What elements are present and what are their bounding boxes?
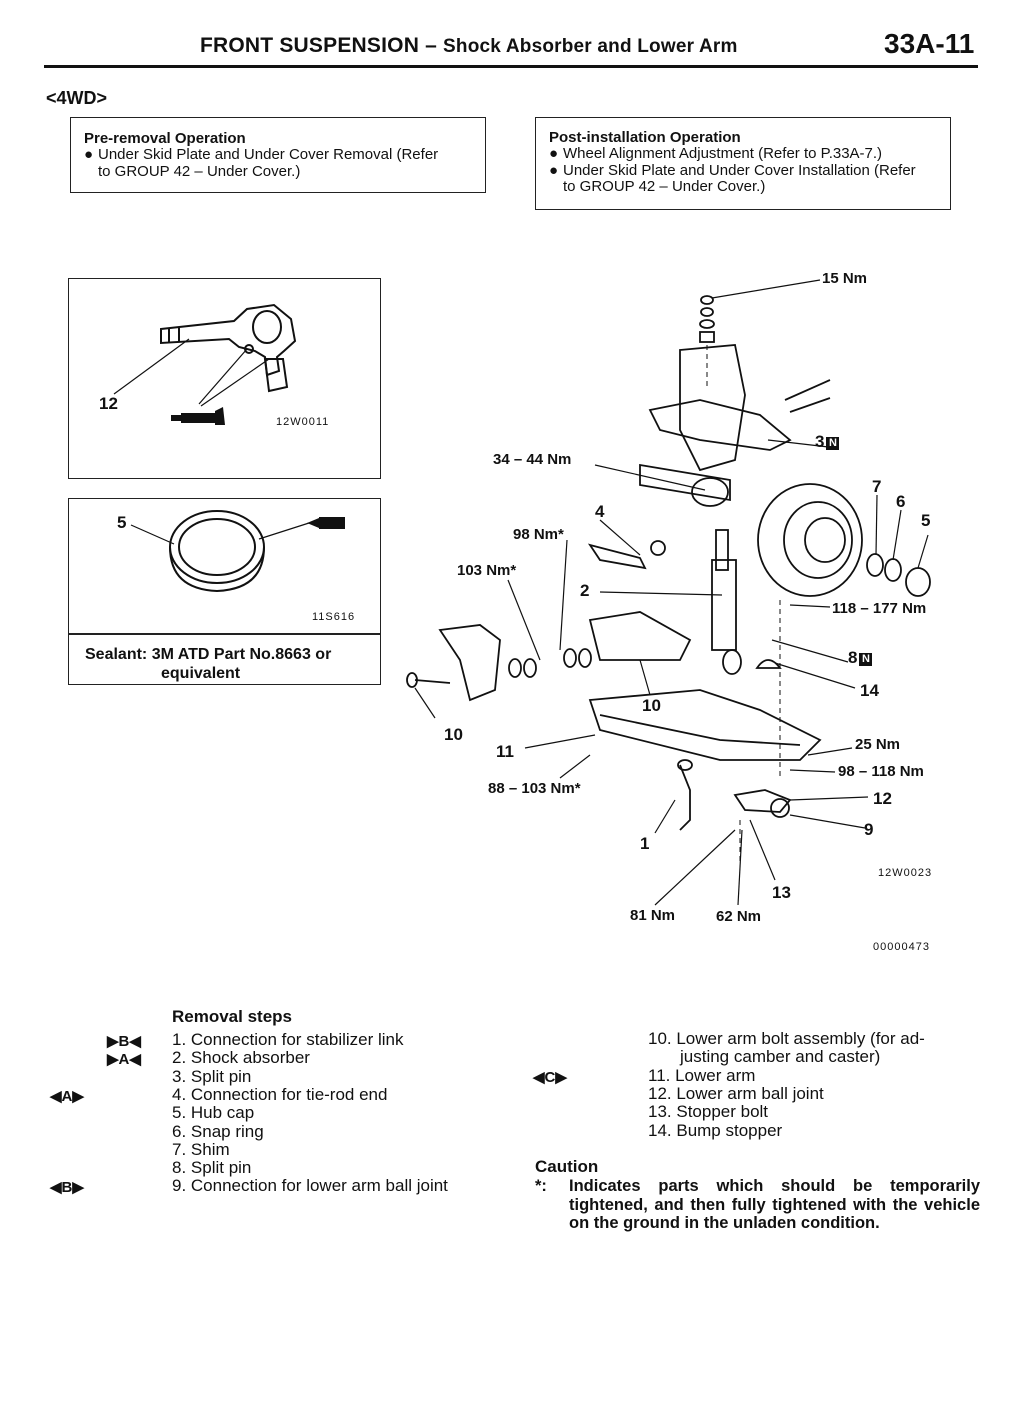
sealant-line-2: equivalent (161, 665, 241, 682)
figure-code: 12W0023 (878, 867, 933, 879)
post-installation-item-cont: to GROUP 42 – Under Cover.) (563, 178, 766, 195)
list-item: 12. Lower arm ball joint (648, 1083, 824, 1103)
pre-removal-item-cont: to GROUP 42 – Under Cover.) (98, 162, 301, 180)
caution-heading: Caution (535, 1157, 599, 1176)
callout-7: 7 (872, 477, 882, 496)
caution-note: *: Indicates parts which should be tempo… (535, 1177, 980, 1233)
callout-5: 5 (921, 511, 931, 530)
nut-new-icon: N (826, 437, 840, 450)
list-item: 6. Snap ring (172, 1121, 264, 1141)
variant-label: <4WD> (46, 88, 108, 108)
page-number: 33A-11 (884, 28, 975, 59)
torque-label: 88 – 103 Nm* (488, 780, 581, 797)
torque-label: 98 Nm* (513, 526, 564, 543)
callout-1: 1 (640, 834, 650, 853)
torque-label: 98 – 118 Nm (838, 763, 924, 780)
post-installation-item: ●Under Skid Plate and Under Cover Instal… (549, 161, 940, 180)
callout-12: 12 (873, 789, 892, 808)
pre-removal-item-text: Under Skid Plate and Under Cover Removal… (98, 146, 439, 163)
step-marker: ◀B▶ (50, 1179, 84, 1196)
list-item: 2. Shock absorber (172, 1048, 310, 1068)
caution-symbol: *: (535, 1177, 547, 1195)
step-marker: ▶B◀ (107, 1033, 141, 1050)
list-item-cont: justing camber and caster) (680, 1047, 881, 1067)
title-separator: – (425, 34, 437, 57)
pre-removal-box: Pre-removal Operation ●Under Skid Plate … (70, 117, 486, 193)
bullet: ● (549, 161, 559, 179)
figure-ball-joint: 12 12W0011 (68, 278, 381, 479)
callout-9: 9 (864, 820, 874, 839)
list-item: 9. Connection for lower arm ball joint (172, 1176, 448, 1196)
page-title: FRONT SUSPENSION – Shock Absorber and Lo… (200, 34, 738, 58)
post-installation-item-text: Wheel Alignment Adjustment (Refer to P.3… (563, 145, 883, 162)
callout-10: 10 (642, 696, 661, 715)
callout-11: 11 (496, 742, 514, 761)
section-subtitle: Shock Absorber and Lower Arm (443, 36, 738, 57)
post-installation-item-text: Under Skid Plate and Under Cover Install… (563, 161, 916, 179)
callout-2: 2 (580, 581, 590, 600)
callout-12: 12 (99, 394, 118, 413)
callout-10: 10 (444, 725, 463, 744)
removal-steps-heading: Removal steps (172, 1007, 292, 1026)
callout-14: 14 (860, 681, 879, 700)
bullet: ● (549, 145, 559, 162)
pre-removal-heading: Pre-removal Operation (84, 130, 246, 147)
post-installation-heading: Post-installation Operation (549, 129, 741, 146)
post-installation-box: Post-installation Operation ●Wheel Align… (535, 117, 951, 210)
list-item: 10. Lower arm bolt assembly (for ad- (648, 1029, 925, 1048)
step-marker: ◀C▶ (533, 1069, 567, 1086)
list-item: 1. Connection for stabilizer link (172, 1030, 404, 1049)
exploded-suspension-diagram (406, 279, 931, 906)
step-marker: ◀A▶ (50, 1088, 84, 1105)
list-item: 13. Stopper bolt (648, 1102, 769, 1122)
hub-cap-drawing (130, 510, 345, 593)
callout-6: 6 (896, 492, 906, 511)
callout-13: 13 (772, 883, 791, 902)
torque-label: 118 – 177 Nm (832, 600, 927, 617)
list-item: 5. Hub cap (172, 1103, 255, 1123)
sealant-note: Sealant: 3M ATD Part No.8663 or equivale… (85, 645, 375, 683)
sealant-divider (69, 633, 380, 635)
sealant-line-1: Sealant: 3M ATD Part No.8663 or (85, 646, 332, 663)
pre-removal-item: ●Under Skid Plate and Under Cover Remova… (84, 146, 473, 164)
torque-label: 103 Nm* (457, 562, 517, 579)
post-installation-item: ●Wheel Alignment Adjustment (Refer to P.… (549, 145, 940, 163)
torque-label: 34 – 44 Nm (493, 451, 572, 468)
figure-code: 11S616 (312, 611, 356, 623)
header-rule (44, 65, 978, 68)
torque-label: 62 Nm (716, 908, 762, 925)
list-item: 7. Shim (172, 1139, 230, 1159)
list-item: 8. Split pin (172, 1158, 252, 1178)
callout-5: 5 (117, 513, 127, 532)
split-pin-new-icon: N (859, 653, 873, 666)
callout-3-number: 3 (815, 432, 825, 451)
step-marker: ▶A◀ (107, 1051, 141, 1068)
ball-joint-drawing (113, 303, 297, 425)
list-item: 3. Split pin (172, 1066, 252, 1086)
list-item: 11. Lower arm (648, 1065, 756, 1085)
callout-8-number: 8 (848, 648, 858, 667)
list-item: 4. Connection for tie-rod end (172, 1084, 388, 1104)
torque-label: 15 Nm (822, 270, 868, 287)
callout-4: 4 (595, 502, 605, 521)
torque-label: 81 Nm (630, 907, 676, 924)
torque-label: 25 Nm (855, 736, 901, 753)
figure-hub-cap: 5 11S616 Sealant: 3M ATD Part No.8663 or… (68, 498, 381, 685)
caution-text: Indicates parts which should be temporar… (569, 1177, 980, 1232)
bullet: ● (84, 146, 94, 163)
figure-code: 12W0011 (276, 416, 330, 428)
section-title: FRONT SUSPENSION (200, 34, 420, 57)
list-item: 14. Bump stopper (648, 1120, 783, 1140)
figure-code: 00000473 (873, 941, 930, 953)
